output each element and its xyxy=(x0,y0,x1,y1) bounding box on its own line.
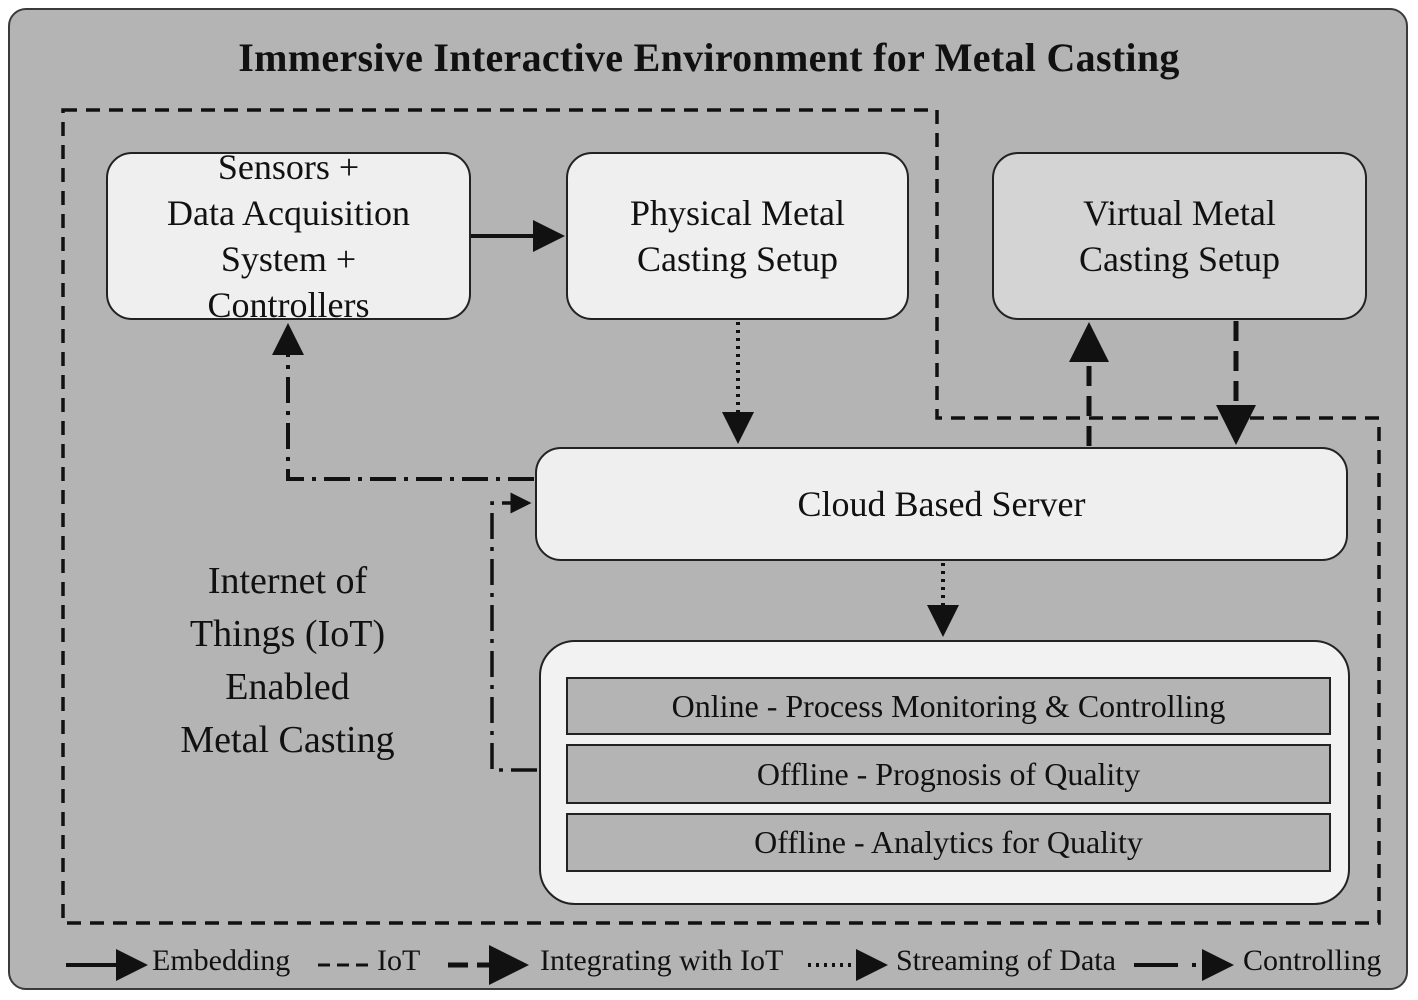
sensors-daq-controllers-box: Sensors + Data Acquisition System + Cont… xyxy=(106,147,471,325)
sensors-line-2: Data Acquisition xyxy=(167,193,410,233)
sensors-line-4: Controllers xyxy=(207,285,370,325)
legend-embedding-label: Embedding xyxy=(152,944,291,977)
module-offline-prognosis: Offline - Prognosis of Quality xyxy=(566,744,1331,804)
physical-casting-setup-box: Physical Metal Casting Setup xyxy=(566,152,909,320)
controlling-arrow-cloud-sensors xyxy=(272,323,534,481)
module-offline-analytics: Offline - Analytics for Quality xyxy=(566,813,1331,872)
iot-label-line-2: Things (IoT) xyxy=(189,613,386,655)
iot-boundary xyxy=(61,108,1381,925)
legend-iot-label: IoT xyxy=(377,944,421,977)
virtual-casting-setup-box: Virtual Metal Casting Setup xyxy=(992,152,1367,320)
cloud-label: Cloud Based Server xyxy=(797,484,1086,524)
module-online-monitoring: Online - Process Monitoring & Controllin… xyxy=(566,677,1331,735)
legend-integrating-label: Integrating with IoT xyxy=(540,944,784,977)
virtual-line-1: Virtual Metal xyxy=(1083,193,1276,233)
physical-line-2: Casting Setup xyxy=(636,239,838,279)
iot-label-line-3: Enabled xyxy=(225,666,350,708)
sensors-line-1: Sensors + xyxy=(217,147,360,187)
legend-controlling-label: Controlling xyxy=(1243,944,1382,977)
diagram-title: Immersive Interactive Environment for Me… xyxy=(238,35,1180,80)
virtual-line-2: Casting Setup xyxy=(1078,239,1280,279)
controlling-arrow-modules-cloud xyxy=(490,492,537,772)
iot-label-line-1: Internet of xyxy=(207,560,368,602)
physical-line-1: Physical Metal xyxy=(630,193,845,233)
iot-label-line-4: Metal Casting xyxy=(180,719,395,761)
legend-streaming-label: Streaming of Data xyxy=(896,944,1116,977)
iot-region-label: Internet of Things (IoT) Enabled Metal C… xyxy=(110,555,465,767)
cloud-server-box: Cloud Based Server xyxy=(535,447,1348,561)
sensors-line-3: System + xyxy=(220,239,357,279)
